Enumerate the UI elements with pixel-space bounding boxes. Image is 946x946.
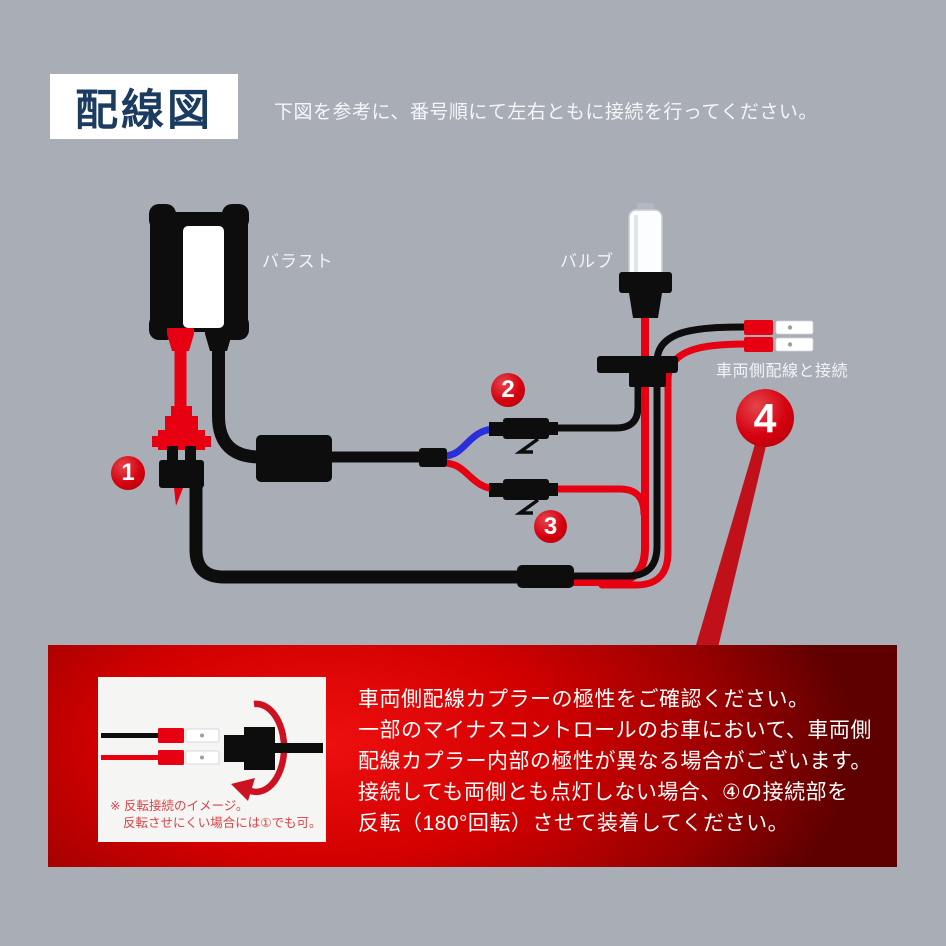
- notice-text: 車両側配線カプラーの極性をご確認ください。 一部のマイナスコントロールのお車にお…: [358, 684, 888, 839]
- bulb-glass: [628, 209, 663, 294]
- ballast-ear: [149, 204, 176, 230]
- wire-sleeve: [517, 565, 574, 588]
- bulb: [597, 203, 678, 387]
- example-connector-neck: [224, 735, 244, 762]
- splitter-connector: [419, 448, 447, 467]
- connector-3: [489, 479, 558, 515]
- ballast-ear: [222, 314, 249, 340]
- ballast-red-boot: [167, 328, 194, 351]
- connector-2: [489, 418, 558, 454]
- bulb-tip: [637, 203, 654, 214]
- notice-line-4: 接続しても両側とも点灯しない場合、④の接続部を: [358, 781, 849, 804]
- ballast-black-boot: [205, 328, 232, 351]
- instruction-text: 下図を参考に、番号順にて左右ともに接続を行ってください。: [274, 102, 818, 123]
- bulb-t-connector-block: [629, 371, 666, 387]
- ballast-black-wire: [212, 337, 267, 464]
- splitter-red-wire: [440, 459, 502, 493]
- connector-1: [152, 406, 211, 506]
- bulb-t-connector-bar: [597, 356, 678, 373]
- bulb-flange: [619, 272, 672, 293]
- connector2-black-wire: [546, 378, 642, 432]
- bulb-base: [629, 293, 662, 318]
- step-circle-3: 3: [534, 510, 567, 543]
- notice-panel: ※ 反転接続のイメージ。 反転させにくい場合には①でも可。 車両側配線カプラーの…: [48, 645, 897, 867]
- step4-pointer-wedge: [694, 444, 766, 652]
- inversion-example-box: ※ 反転接続のイメージ。 反転させにくい場合には①でも可。: [98, 677, 326, 842]
- bottom-black-bus: [189, 477, 527, 584]
- connector3-red-wire: [546, 485, 648, 518]
- inversion-caption-line2: 反転させにくい場合には①でも可。: [123, 816, 322, 830]
- blue-wire: [440, 425, 500, 460]
- ballast-ear: [222, 204, 249, 230]
- bulb-red-wire: [552, 302, 649, 586]
- ballast-label-plate: [183, 226, 224, 328]
- ballast: [149, 204, 249, 351]
- inversion-caption-line1: ※ 反転接続のイメージ。: [110, 799, 249, 813]
- step-circle-1: 1: [111, 456, 145, 490]
- notice-line-5: 反転（180°回転）させて装着してください。: [358, 812, 790, 835]
- wires: [174, 302, 750, 589]
- title-box: 配線図: [50, 74, 238, 139]
- bulb-label: バルブ: [560, 252, 614, 271]
- page-title: 配線図: [75, 86, 213, 135]
- inversion-example-graphic: [101, 700, 323, 801]
- ballast-body: [150, 212, 248, 332]
- notice-line-1: 車両側配線カプラーの極性をご確認ください。: [358, 688, 810, 711]
- ballast-ear: [149, 314, 176, 340]
- notice-line-2: 一部のマイナスコントロールのお車において、車両側: [358, 719, 872, 742]
- igniter-box: [256, 435, 332, 482]
- example-connector-body: [244, 727, 275, 770]
- step-circle-2: 2: [491, 373, 525, 407]
- vehicle-side-label: 車両側配線と接続: [716, 363, 849, 380]
- vehicle-terminals: [744, 320, 814, 352]
- example-connector-wire: [275, 743, 323, 753]
- notice-line-3: 配線カプラー内部の極性が異なる場合がございます。: [358, 750, 872, 773]
- step-circle-4: 4: [736, 389, 794, 447]
- ballast-label: バラスト: [262, 252, 334, 271]
